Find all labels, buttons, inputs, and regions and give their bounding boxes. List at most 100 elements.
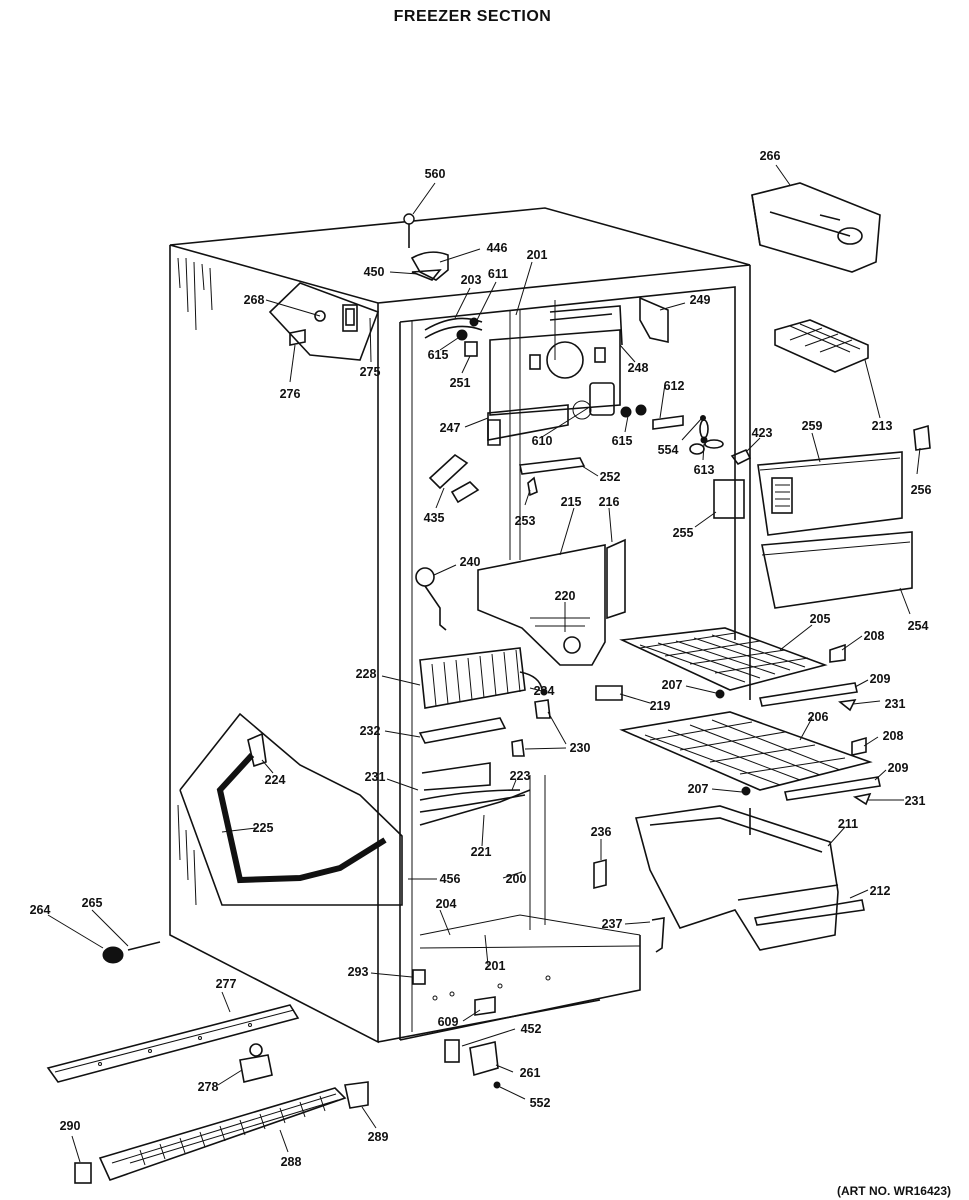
label-231-left: 231 xyxy=(365,770,386,784)
part-216-channel xyxy=(606,538,626,620)
label-208-lower: 208 xyxy=(883,729,904,743)
label-247: 247 xyxy=(440,421,461,435)
label-204: 204 xyxy=(436,897,457,911)
label-207-upper: 207 xyxy=(662,678,683,692)
part-452-plate xyxy=(444,1039,460,1063)
part-293-clip xyxy=(412,969,426,985)
label-212: 212 xyxy=(870,884,891,898)
part-232-trough xyxy=(418,717,507,744)
label-254: 254 xyxy=(908,619,929,633)
part-256-stop xyxy=(913,424,931,451)
label-613: 613 xyxy=(694,463,715,477)
part-289-clip xyxy=(344,1081,369,1109)
label-249: 249 xyxy=(690,293,711,307)
label-236: 236 xyxy=(591,825,612,839)
part-610-fan-motor xyxy=(589,382,615,416)
label-221: 221 xyxy=(471,845,492,859)
part-221-drain-tray xyxy=(419,762,531,826)
leader-lines xyxy=(47,164,921,1163)
label-203: 203 xyxy=(461,273,482,287)
part-259-door-panel xyxy=(757,451,903,536)
label-611: 611 xyxy=(488,267,508,281)
label-255: 255 xyxy=(673,526,694,540)
label-452: 452 xyxy=(521,1022,542,1036)
label-259: 259 xyxy=(802,419,823,433)
label-609: 609 xyxy=(438,1015,459,1029)
label-201-top: 201 xyxy=(527,248,548,262)
part-288-grille xyxy=(98,1087,347,1181)
label-266: 266 xyxy=(760,149,781,163)
label-256: 256 xyxy=(911,483,932,497)
part-248-rod xyxy=(549,305,623,346)
label-232: 232 xyxy=(360,724,381,738)
label-261: 261 xyxy=(520,1066,541,1080)
part-251-control xyxy=(464,341,478,357)
label-216: 216 xyxy=(599,495,620,509)
label-213: 213 xyxy=(872,419,893,433)
part-number-labels: 266 560 446 450 201 611 203 249 268 615 … xyxy=(30,149,932,1169)
label-230: 230 xyxy=(570,741,591,755)
label-220: 220 xyxy=(555,589,576,603)
label-209-upper: 209 xyxy=(870,672,891,686)
label-278: 278 xyxy=(198,1080,219,1094)
label-290: 290 xyxy=(60,1119,81,1133)
part-213-ice-tray xyxy=(774,319,869,373)
label-554: 554 xyxy=(658,443,679,457)
label-423: 423 xyxy=(752,426,773,440)
part-211-basket xyxy=(634,805,839,951)
part-240-light-socket xyxy=(415,567,447,631)
label-615-upper: 615 xyxy=(428,348,449,362)
inset-drain-tube xyxy=(179,712,403,906)
label-253: 253 xyxy=(515,514,536,528)
label-237: 237 xyxy=(602,917,623,931)
part-560-screw xyxy=(403,213,415,248)
part-609-clip xyxy=(474,996,496,1016)
label-288: 288 xyxy=(281,1155,302,1169)
part-435-heater xyxy=(428,453,469,490)
label-252: 252 xyxy=(600,470,621,484)
part-266-ice-bucket xyxy=(751,182,881,273)
part-612-bracket xyxy=(652,415,684,430)
label-215: 215 xyxy=(561,495,582,509)
part-264-leveler xyxy=(102,946,124,964)
label-289: 289 xyxy=(368,1130,389,1144)
label-225: 225 xyxy=(253,821,274,835)
label-251: 251 xyxy=(450,376,471,390)
label-248: 248 xyxy=(628,361,649,375)
part-423-bulb xyxy=(730,448,752,466)
label-231-right-upper: 231 xyxy=(885,697,906,711)
label-207-lower: 207 xyxy=(688,782,709,796)
label-275: 275 xyxy=(360,365,381,379)
label-435: 435 xyxy=(424,511,445,525)
label-201-bottom: 201 xyxy=(485,959,506,973)
part-615-knob xyxy=(456,329,468,341)
part-252-deflector xyxy=(519,457,586,475)
part-209-rail-upper xyxy=(759,682,858,707)
art-number: (ART NO. WR16423) xyxy=(836,1184,951,1198)
label-456: 456 xyxy=(440,872,461,886)
label-234: 234 xyxy=(534,684,555,698)
label-209-lower: 209 xyxy=(888,761,909,775)
label-268: 268 xyxy=(244,293,265,307)
label-228: 228 xyxy=(356,667,377,681)
part-446-cap xyxy=(410,251,449,281)
label-206: 206 xyxy=(808,710,829,724)
label-211: 211 xyxy=(838,817,858,831)
evaporator-cover-215 xyxy=(477,544,606,666)
label-223: 223 xyxy=(510,769,531,783)
label-446: 446 xyxy=(487,241,508,255)
part-290-block xyxy=(74,1162,92,1184)
part-254-door-shelf xyxy=(761,531,913,609)
label-208-upper: 208 xyxy=(864,629,885,643)
part-552-screw xyxy=(493,1081,501,1089)
label-615-lower: 615 xyxy=(612,434,633,448)
part-249-bracket xyxy=(639,296,669,343)
part-236-hinge xyxy=(593,858,607,890)
label-552: 552 xyxy=(530,1096,551,1110)
label-224: 224 xyxy=(265,773,286,787)
label-560: 560 xyxy=(425,167,446,181)
label-293: 293 xyxy=(348,965,369,979)
label-450: 450 xyxy=(364,265,385,279)
